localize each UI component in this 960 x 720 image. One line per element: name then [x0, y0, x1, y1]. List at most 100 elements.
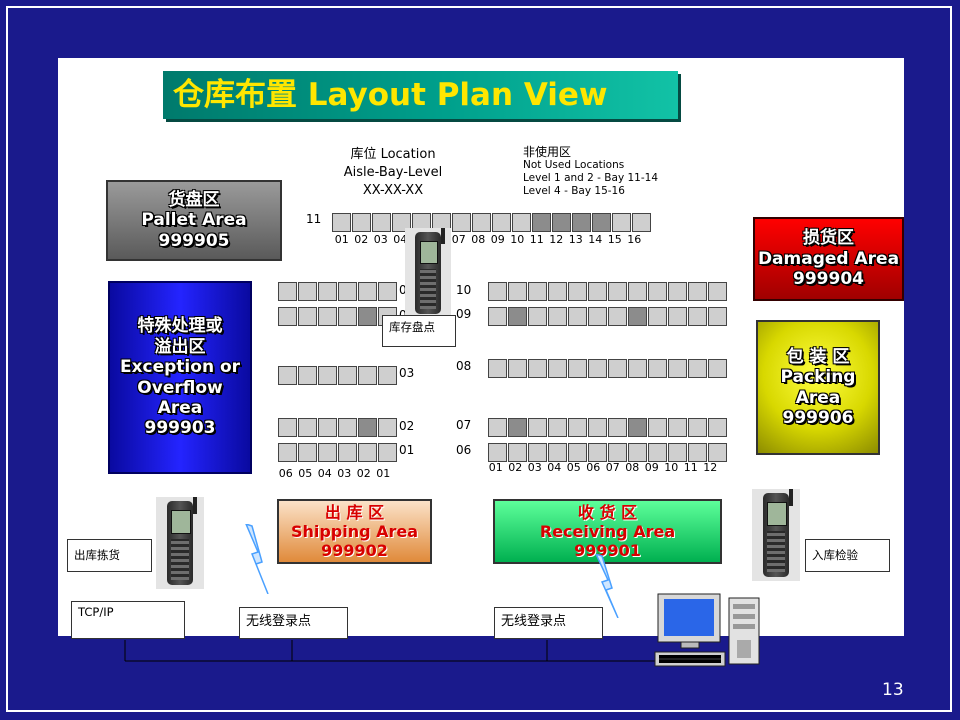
rack-bay-cell — [708, 282, 727, 301]
exception-area-cn-2: 溢出区 — [154, 336, 206, 357]
rack-row-label-right-4: 07 — [456, 418, 472, 432]
rack-bay-cell — [548, 282, 567, 301]
rack-row-label-top: 11 — [306, 212, 322, 226]
rack-bay-cell — [298, 307, 317, 326]
rack-tick-label: 11 — [529, 233, 544, 246]
rack-bay-cell — [548, 418, 567, 437]
rack-bay-cell — [648, 443, 667, 462]
rack-bay-cell — [298, 418, 317, 437]
rack-bay-cell — [392, 213, 411, 232]
rack-bay-cell — [568, 307, 587, 326]
rack-bay-cell — [378, 443, 397, 462]
rack-bay-cell — [608, 359, 627, 378]
rack-tick-label: 01 — [334, 233, 349, 246]
rack-row-label-right-3: 08 — [456, 359, 472, 373]
rack-bay-cell — [278, 282, 297, 301]
rack-bay-cell — [688, 282, 707, 301]
rack-row-right-1 — [488, 282, 728, 301]
rack-tick-label: 09 — [490, 233, 505, 246]
exception-area-code: 999903 — [144, 418, 216, 439]
rack-bay-cell — [548, 307, 567, 326]
rack-bay-cell — [358, 418, 377, 437]
rack-bay-cell — [708, 418, 727, 437]
rack-row-top — [332, 213, 652, 232]
rack-bay-cell — [528, 282, 547, 301]
rack-bay-cell — [608, 307, 627, 326]
rack-bay-cell — [512, 213, 531, 232]
rack-bay-cell — [668, 307, 687, 326]
rack-bay-cell — [708, 359, 727, 378]
rack-tick-label: 02 — [354, 233, 369, 246]
shipping-area-en: Shipping Area — [290, 521, 419, 541]
rack-tick-label: 01 — [376, 467, 391, 480]
packing-area-code: 999906 — [782, 407, 854, 428]
receiving-area-code: 999901 — [574, 541, 641, 561]
rack-ticks-top: 01020304050607080910111213141516 — [332, 233, 644, 246]
rack-bay-cell — [298, 282, 317, 301]
rack-bay-cell — [632, 213, 651, 232]
rack-bay-cell — [588, 359, 607, 378]
rack-bay-cell — [688, 443, 707, 462]
rack-bay-cell — [568, 359, 587, 378]
rack-bay-cell — [488, 307, 507, 326]
network-cable — [124, 640, 655, 662]
rack-tick-label: 06 — [278, 467, 293, 480]
rack-bay-cell — [612, 213, 631, 232]
rack-bay-cell — [668, 418, 687, 437]
rack-bay-cell — [648, 359, 667, 378]
rack-row-label-left-1: 0 — [399, 283, 407, 297]
rack-bay-cell — [528, 307, 547, 326]
damaged-area-cn: 损货区 — [803, 228, 854, 249]
rack-tick-label: 05 — [298, 467, 313, 480]
rack-bay-cell — [592, 213, 611, 232]
location-legend-cn: 库位 Location — [350, 147, 436, 162]
rack-bay-cell — [568, 443, 587, 462]
packing-area-en-1: Packing — [780, 367, 856, 388]
rack-bay-cell — [298, 366, 317, 385]
rack-tick-label: 12 — [549, 233, 564, 246]
shipping-area-cn: 出 库 区 — [324, 502, 385, 522]
rack-bay-cell — [588, 418, 607, 437]
rack-row-right-3 — [488, 359, 728, 378]
rack-bay-cell — [278, 443, 297, 462]
rack-tick-label: 10 — [664, 461, 679, 474]
rack-tick-label: 08 — [625, 461, 640, 474]
inbound-inspection-callout: 入库检验 — [805, 539, 890, 572]
rack-row-label-left-5: 01 — [399, 443, 415, 457]
rack-bay-cell — [508, 359, 527, 378]
rack-bay-cell — [488, 418, 507, 437]
rack-bay-cell — [528, 443, 547, 462]
rack-bay-cell — [548, 443, 567, 462]
shipping-area-code: 999902 — [321, 541, 388, 561]
rack-bay-cell — [628, 359, 647, 378]
rack-row-left-2 — [278, 307, 398, 326]
rack-bay-cell — [338, 307, 357, 326]
rack-bay-cell — [548, 359, 567, 378]
rack-bay-cell — [708, 443, 727, 462]
rack-bay-cell — [472, 213, 491, 232]
rack-bay-cell — [668, 443, 687, 462]
rack-bay-cell — [668, 282, 687, 301]
rack-bay-cell — [488, 443, 507, 462]
rack-tick-label: 06 — [586, 461, 601, 474]
rack-row-label-right-5: 06 — [456, 443, 472, 457]
rack-bay-cell — [488, 282, 507, 301]
rack-bay-cell — [372, 213, 391, 232]
rack-bay-cell — [628, 418, 647, 437]
rack-tick-label: 05 — [566, 461, 581, 474]
pallet-area: 货盘区 Pallet Area 999905 — [106, 180, 282, 261]
rack-bay-cell — [688, 359, 707, 378]
rack-bay-cell — [492, 213, 511, 232]
receiving-area-cn: 收 货 区 — [577, 502, 638, 522]
rack-tick-label: 10 — [510, 233, 525, 246]
packing-area: 包 装 区 Packing Area 999906 — [756, 320, 880, 455]
rack-row-left-5 — [278, 443, 398, 462]
exception-area-en-2: Overflow — [137, 377, 223, 398]
page-number: 13 — [882, 680, 904, 700]
rack-bay-cell — [648, 307, 667, 326]
rack-row-left-3 — [278, 366, 398, 385]
rack-tick-label: 14 — [588, 233, 603, 246]
rack-row-label-left-3: 03 — [399, 366, 415, 380]
slide-frame — [6, 6, 952, 712]
rack-bay-cell — [608, 418, 627, 437]
